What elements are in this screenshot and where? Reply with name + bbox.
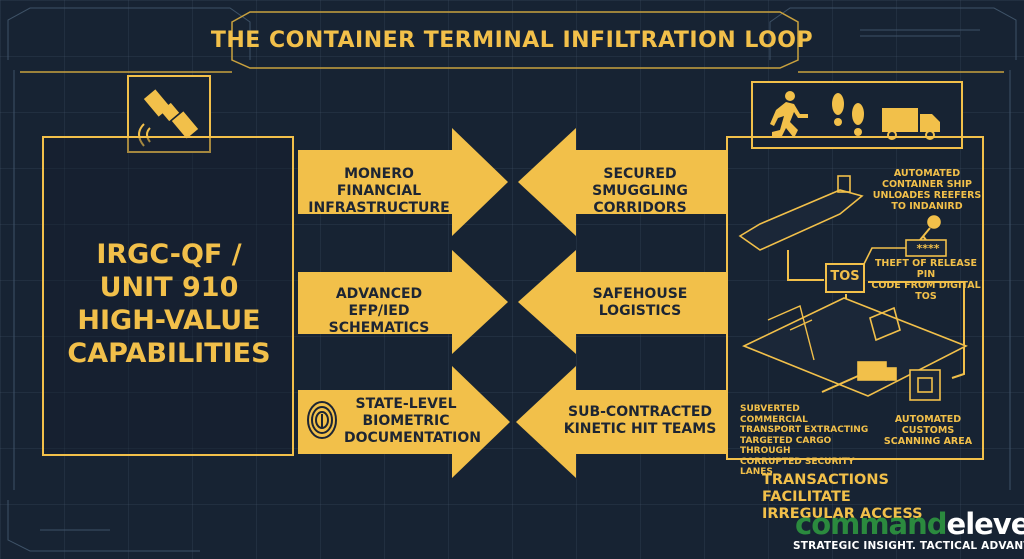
arrow-label-biometric: STATE-LEVEL BIOMETRIC DOCUMENTATION bbox=[344, 396, 481, 447]
arrow-text-line: KINETIC HIT TEAMS bbox=[563, 421, 717, 437]
arrow-label-efp: ADVANCED EFP/IED SCHEMATICS bbox=[304, 286, 454, 337]
arrow-label-monero: MONERO FINANCIAL INFRASTRUCTURE bbox=[304, 166, 454, 217]
arrow-text-line: DOCUMENTATION bbox=[344, 430, 481, 446]
truck-icon bbox=[882, 108, 940, 140]
arrow-text-line: SUB-CONTRACTED bbox=[568, 404, 712, 420]
tos-label: TOS bbox=[830, 269, 860, 284]
satellite-icon bbox=[138, 89, 199, 147]
arrow-text-line: SECURED SMUGGLING bbox=[592, 166, 688, 199]
annotation-line: THEFT OF RELEASE PIN bbox=[874, 258, 978, 280]
annotation-line: CORRUPTED SECURITY LANES bbox=[740, 456, 855, 478]
footprints-icon bbox=[832, 93, 864, 136]
annotation-line: UNLOADES REEFERS bbox=[872, 190, 982, 201]
annotation-line: TARGETED CARGO THROUGH bbox=[740, 435, 832, 457]
brand-tagline: STRATEGIC INSIGHT. TACTICAL ADVANTAGE bbox=[793, 540, 1024, 552]
arrow-monero bbox=[298, 128, 508, 236]
arrow-label-corridors: SECURED SMUGGLING CORRIDORS bbox=[560, 166, 720, 217]
capabilities-line: CAPABILITIES bbox=[67, 338, 271, 369]
arrow-text-line: SCHEMATICS bbox=[328, 320, 430, 336]
arrow-text-line: SAFEHOUSE bbox=[592, 286, 688, 302]
capabilities-line: HIGH-VALUE bbox=[77, 305, 261, 336]
arrow-text-line: INFRASTRUCTURE bbox=[308, 200, 450, 216]
arrow-text-line: MONERO FINANCIAL bbox=[336, 166, 422, 199]
port-illustration bbox=[738, 175, 968, 401]
annotation-line: SUBVERTED bbox=[740, 404, 800, 414]
customs-annotation: AUTOMATED CUSTOMS SCANNING AREA bbox=[876, 414, 980, 447]
fingerprint-icon bbox=[307, 401, 337, 439]
pin-code: **** bbox=[916, 242, 940, 255]
caption-line: IRREGULAR ACCESS bbox=[762, 506, 923, 522]
bottom-caption: TRANSACTIONS FACILITATE IRREGULAR ACCESS bbox=[762, 472, 982, 523]
scanner-icon bbox=[909, 369, 941, 401]
arrow-text-line: ADVANCED EFP/IED bbox=[335, 286, 423, 319]
arrow-hitteams bbox=[516, 366, 726, 478]
arrow-efp bbox=[298, 250, 508, 354]
caption-line: TRANSACTIONS FACILITATE bbox=[762, 472, 889, 505]
capabilities-panel bbox=[42, 136, 294, 456]
capabilities-line: UNIT 910 bbox=[99, 272, 239, 303]
brand-part1: command bbox=[795, 507, 948, 541]
transport-annotation: SUBVERTED COMMERCIAL TRANSPORT EXTRACTIN… bbox=[740, 404, 870, 478]
arrow-text-line: LOGISTICS bbox=[598, 303, 682, 319]
capabilities-line: IRGC-QF / bbox=[96, 239, 242, 270]
arrow-label-safehouse: SAFEHOUSE LOGISTICS bbox=[560, 286, 720, 320]
arrow-text-line: BIOMETRIC bbox=[362, 413, 450, 429]
arrow-label-hitteams: SUB-CONTRACTED KINETIC HIT TEAMS bbox=[560, 404, 720, 438]
annotation-line: TRANSPORT EXTRACTING bbox=[740, 425, 869, 435]
arrow-text-line: CORRIDORS bbox=[593, 200, 687, 216]
diagram-title: THE CONTAINER TERMINAL INFILTRATION LOOP bbox=[210, 28, 814, 53]
annotation-line: AUTOMATED CONTAINER SHIP bbox=[882, 168, 972, 190]
arrow-shapes bbox=[298, 128, 726, 478]
annotation-line: CODE FROM DIGITAL TOS bbox=[871, 280, 981, 302]
annotation-line: SCANNING AREA bbox=[883, 436, 973, 447]
annotation-line: TO INDANIRD bbox=[891, 201, 963, 212]
key-icon bbox=[927, 215, 941, 229]
capabilities-label: IRGC-QF / UNIT 910 HIGH-VALUE CAPABILITI… bbox=[44, 238, 294, 370]
arrow-biometric bbox=[298, 366, 510, 478]
running-person-icon bbox=[770, 91, 808, 138]
arrow-corridors bbox=[518, 128, 726, 236]
brand-part2: eleven bbox=[946, 507, 1024, 541]
annotation-line: COMMERCIAL bbox=[740, 414, 808, 425]
brand-logo: commandeleven bbox=[795, 507, 1024, 541]
terminal-panel bbox=[726, 136, 984, 460]
annotation-line: AUTOMATED CUSTOMS bbox=[894, 414, 962, 436]
ship-annotation: AUTOMATED CONTAINER SHIP UNLOADES REEFER… bbox=[872, 168, 982, 212]
container-ship bbox=[738, 189, 864, 251]
arrow-safehouse bbox=[518, 250, 726, 354]
pin-annotation: THEFT OF RELEASE PIN CODE FROM DIGITAL T… bbox=[868, 258, 984, 302]
arrow-text-line: STATE-LEVEL bbox=[355, 396, 457, 412]
